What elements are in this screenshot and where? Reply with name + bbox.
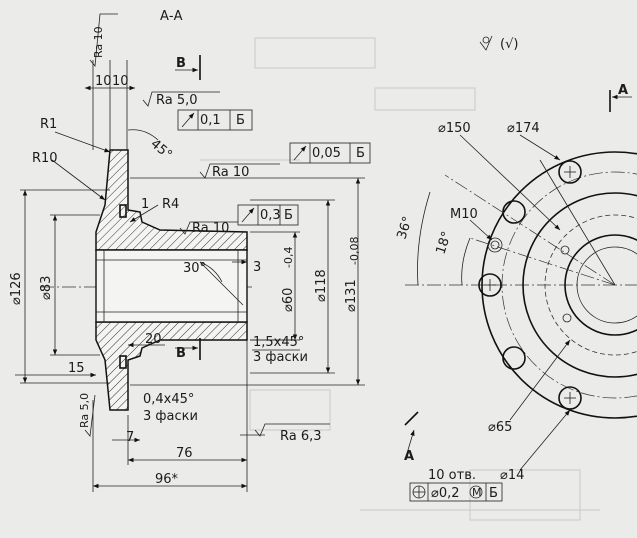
thread-m10: M10 xyxy=(450,207,478,222)
section-view xyxy=(40,149,255,411)
bore xyxy=(95,249,248,323)
dim-d131: ⌀131 xyxy=(344,279,359,312)
tol-1-datum: Б xyxy=(236,113,245,128)
dim-20: 20 xyxy=(145,332,162,347)
section-a-bottom-label: А xyxy=(404,449,414,464)
position-tol-value: ⌀0,2 xyxy=(431,486,460,501)
radius-r10: R10 xyxy=(32,151,58,166)
rest-surface-symbol: (√) xyxy=(500,37,518,52)
ra-left-bottom: Ra 5,0 xyxy=(78,393,91,428)
outer-circle-174 xyxy=(481,151,637,419)
tol-3-datum: Б xyxy=(284,208,293,223)
dim-d118: ⌀118 xyxy=(314,269,329,302)
bolt-hole xyxy=(502,200,526,224)
dim-d60: ⌀60 xyxy=(281,288,296,312)
ra-right-face: Ra 10 xyxy=(212,165,249,180)
upper-wall-section xyxy=(95,149,248,251)
chamfer-right: 1,5x45° xyxy=(253,335,304,350)
dim-d131-tolerance: -0,08 xyxy=(348,237,361,265)
angle-18: 18° xyxy=(434,230,455,257)
angle-45: 45° xyxy=(147,137,174,163)
radius-r1: R1 xyxy=(40,117,57,132)
position-tol-modifier: M xyxy=(472,486,482,499)
tol-3-value: 0,3 xyxy=(260,208,281,223)
dim-3: 3 xyxy=(253,260,261,275)
tol-2-value: 0,05 xyxy=(312,146,341,161)
dim-d65: ⌀65 xyxy=(488,420,512,435)
section-b-top-label: В xyxy=(176,56,186,71)
tol-1-value: 0,1 xyxy=(200,113,221,128)
holes-count: 10 отв. xyxy=(428,468,476,483)
section-cut-markers xyxy=(175,55,632,451)
chamfer-left-note: 3 фаски xyxy=(143,409,198,424)
dim-15: 15 xyxy=(68,361,85,376)
tol-2-datum: Б xyxy=(356,146,365,161)
chamfer-left: 0,4x45° xyxy=(143,392,194,407)
ra-chamfer-side: Ra 6,3 xyxy=(280,429,322,444)
dim-d150: ⌀150 xyxy=(438,121,471,136)
dim-1: 1 xyxy=(141,197,149,212)
end-view xyxy=(405,134,637,471)
bolt-hole xyxy=(558,386,582,410)
dim-d60-tolerance: -0,4 xyxy=(282,247,295,268)
labels: А-А Ra 10 10 10 Ra 5,0 В В А А 0,1 Б 0,0… xyxy=(9,9,628,501)
angle-36: 36° xyxy=(395,215,416,242)
threaded-hole-m10 xyxy=(487,237,503,253)
dim-96: 96* xyxy=(155,472,179,487)
bolt-hole xyxy=(558,160,582,184)
tolerance-frames xyxy=(177,109,503,502)
lower-wall-section xyxy=(95,321,248,411)
chamfer-right-note: 3 фаски xyxy=(253,350,308,365)
dim-d174: ⌀174 xyxy=(507,121,540,136)
position-tol-datum: Б xyxy=(489,486,498,501)
dim-d126: ⌀126 xyxy=(9,272,24,305)
ra-hub-outer: Ra 10 xyxy=(192,221,229,236)
bore-circle-65 xyxy=(564,234,637,336)
ra-flange-face: Ra 5,0 xyxy=(156,93,198,108)
section-title: А-А xyxy=(160,9,183,24)
dim-10-left: 10 xyxy=(95,74,112,89)
surface-finish-marks xyxy=(84,13,493,437)
radius-r4: R4 xyxy=(162,197,179,212)
dim-d14: ⌀14 xyxy=(500,468,524,483)
dim-76: 76 xyxy=(176,446,193,461)
angle-30: 30° xyxy=(183,261,206,276)
bolt-hole xyxy=(502,346,526,370)
section-a-top-label: А xyxy=(618,83,628,98)
bolt-hole xyxy=(478,273,502,297)
dim-d83: ⌀83 xyxy=(39,276,54,300)
bolt-circle-150 xyxy=(501,171,637,399)
ra-top-vertical: Ra 10 xyxy=(92,26,105,58)
dim-10-right: 10 xyxy=(112,74,129,89)
section-b-bottom-label: В xyxy=(176,346,186,361)
section-dimensions xyxy=(15,60,365,492)
background-ghost-lines xyxy=(200,37,600,521)
dim-7: 7 xyxy=(126,430,134,445)
